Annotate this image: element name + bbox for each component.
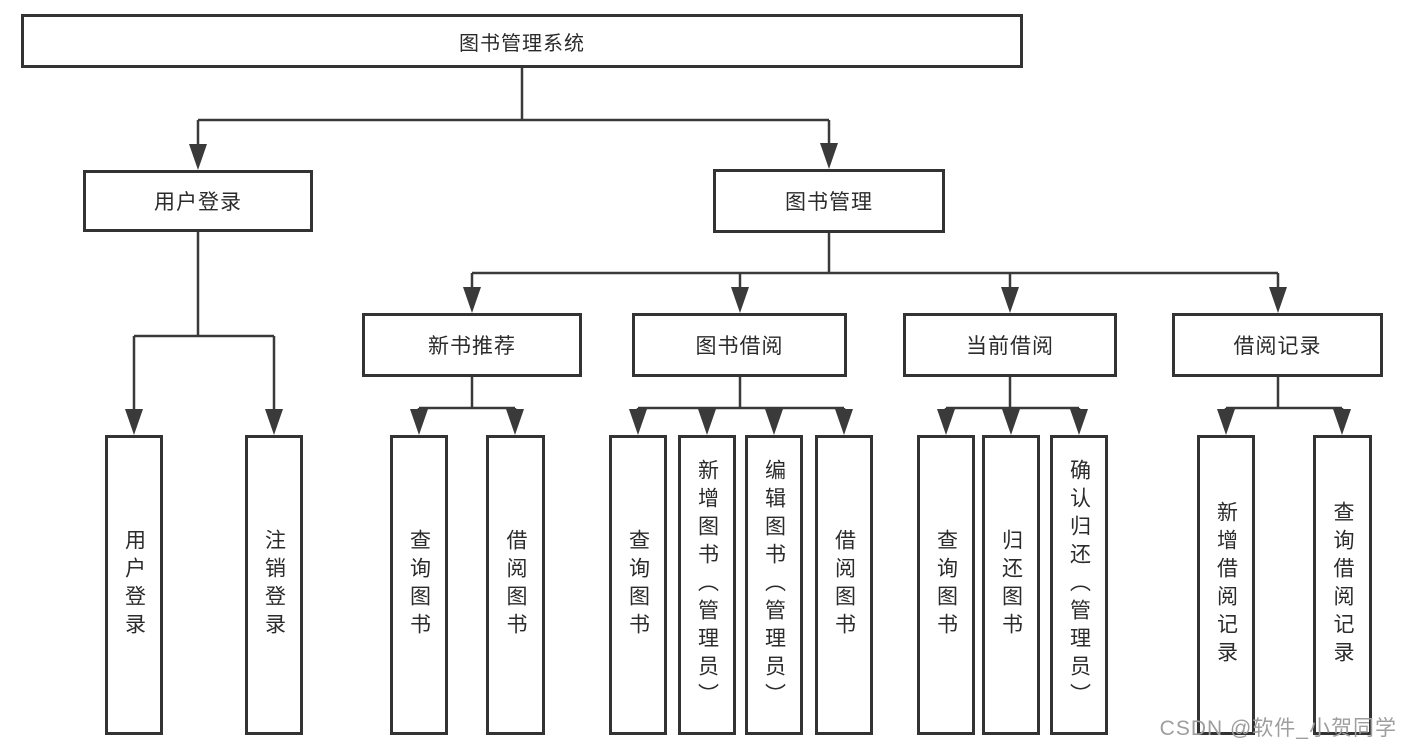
arrowhead (125, 409, 143, 435)
arrowhead (1002, 409, 1020, 435)
leaf-label: 借阅图书 (832, 529, 856, 641)
arrowhead (506, 409, 524, 435)
leaf-confirm-return-admin: 确认归还（管理员） (1050, 435, 1108, 735)
leaf-borrow-books-1: 借阅图书 (486, 435, 545, 735)
node-new-book-recommend: 新书推荐 (362, 313, 582, 377)
leaf-label: 查询图书 (407, 529, 431, 641)
connector-borrow-to-leaves (636, 377, 846, 412)
arrowhead (765, 409, 783, 435)
arrowhead (629, 409, 647, 435)
leaf-query-books-2: 查询图书 (609, 435, 667, 735)
arrowhead (410, 409, 428, 435)
leaf-label: 借阅图书 (504, 529, 527, 641)
arrowheads (125, 143, 1351, 435)
arrowhead (189, 144, 207, 170)
arrowhead (1001, 287, 1019, 313)
connector-records-to-leaves (1224, 377, 1344, 412)
leaf-label: 查询图书 (626, 529, 650, 641)
node-book-borrow: 图书借阅 (632, 313, 847, 377)
leaf-label: 查询图书 (934, 529, 958, 641)
leaf-label: 新增图书（管理员） (695, 459, 719, 711)
leaf-edit-books-admin: 编辑图书（管理员） (745, 435, 803, 735)
arrowhead (265, 409, 283, 435)
leaf-label: 注销登录 (262, 529, 286, 641)
leaf-logout: 注销登录 (245, 435, 303, 735)
arrowhead (820, 143, 838, 169)
leaf-borrow-books-2: 借阅图书 (815, 435, 873, 735)
leaf-label: 新增借阅记录 (1214, 501, 1238, 669)
node-borrow-records: 借阅记录 (1172, 313, 1383, 377)
leaf-query-borrow-record: 查询借阅记录 (1313, 435, 1372, 735)
arrowhead (698, 409, 716, 435)
leaf-user-login: 用户登录 (105, 435, 163, 735)
arrowhead (1217, 409, 1235, 435)
leaf-add-borrow-record: 新增借阅记录 (1197, 435, 1255, 735)
leaf-label: 确认归还（管理员） (1067, 459, 1091, 711)
arrowhead (1333, 409, 1351, 435)
node-book-management: 图书管理 (713, 169, 945, 233)
leaf-label: 归还图书 (999, 529, 1023, 641)
arrowhead (1269, 287, 1287, 313)
arrowhead (835, 409, 853, 435)
arrowhead (937, 409, 955, 435)
node-current-borrow: 当前借阅 (903, 313, 1117, 377)
leaf-label: 用户登录 (122, 529, 146, 641)
connector-root-to-level2 (196, 68, 831, 150)
leaf-return-books: 归还图书 (982, 435, 1040, 735)
connector-bookmgmt-to-level3 (470, 233, 1280, 290)
node-user-login: 用户登录 (83, 170, 313, 232)
connector-lines (132, 68, 1344, 412)
arrowhead (1070, 409, 1088, 435)
connector-userlogin-to-leaves (132, 232, 276, 412)
leaf-label: 查询借阅记录 (1331, 501, 1354, 669)
leaf-add-books-admin: 新增图书（管理员） (678, 435, 736, 735)
csdn-watermark: CSDN @软件_小贺同学 (1159, 717, 1397, 740)
leaf-label: 编辑图书（管理员） (762, 459, 786, 711)
arrowhead (731, 287, 749, 313)
connector-current-to-leaves (944, 377, 1081, 412)
connector-newbooks-to-leaves (417, 377, 517, 412)
leaf-query-books-3: 查询图书 (917, 435, 975, 735)
arrowhead (463, 287, 481, 313)
leaf-query-books-1: 查询图书 (390, 435, 448, 735)
node-root: 图书管理系统 (21, 14, 1023, 68)
